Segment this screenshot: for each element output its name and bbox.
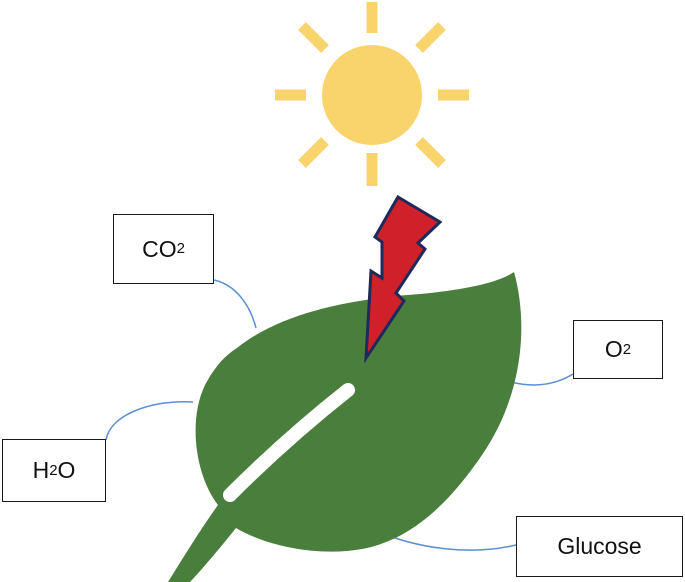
sun-icon bbox=[275, 2, 469, 186]
leaf-vein bbox=[223, 383, 355, 502]
connector-co2 bbox=[213, 279, 257, 329]
glucose-label-box: Glucose bbox=[516, 516, 683, 577]
leaf-icon bbox=[168, 272, 522, 582]
glucose-label: Glucose bbox=[557, 533, 642, 559]
connector-glucose bbox=[383, 533, 517, 551]
connector-h2o bbox=[105, 401, 194, 441]
lightning-bolt-icon bbox=[364, 194, 443, 364]
lightning-bolt-shape bbox=[364, 194, 443, 364]
h2o-label-tail: O bbox=[57, 457, 76, 483]
o2-label-main: O bbox=[604, 336, 623, 362]
connector-o2 bbox=[510, 373, 574, 386]
leaf-blade bbox=[168, 272, 522, 582]
h2o-label-main: H bbox=[32, 457, 50, 483]
co2-label-main: CO bbox=[142, 235, 177, 262]
connector-lines bbox=[105, 279, 574, 551]
sun-disc bbox=[322, 45, 422, 145]
sun-rays bbox=[275, 2, 469, 186]
